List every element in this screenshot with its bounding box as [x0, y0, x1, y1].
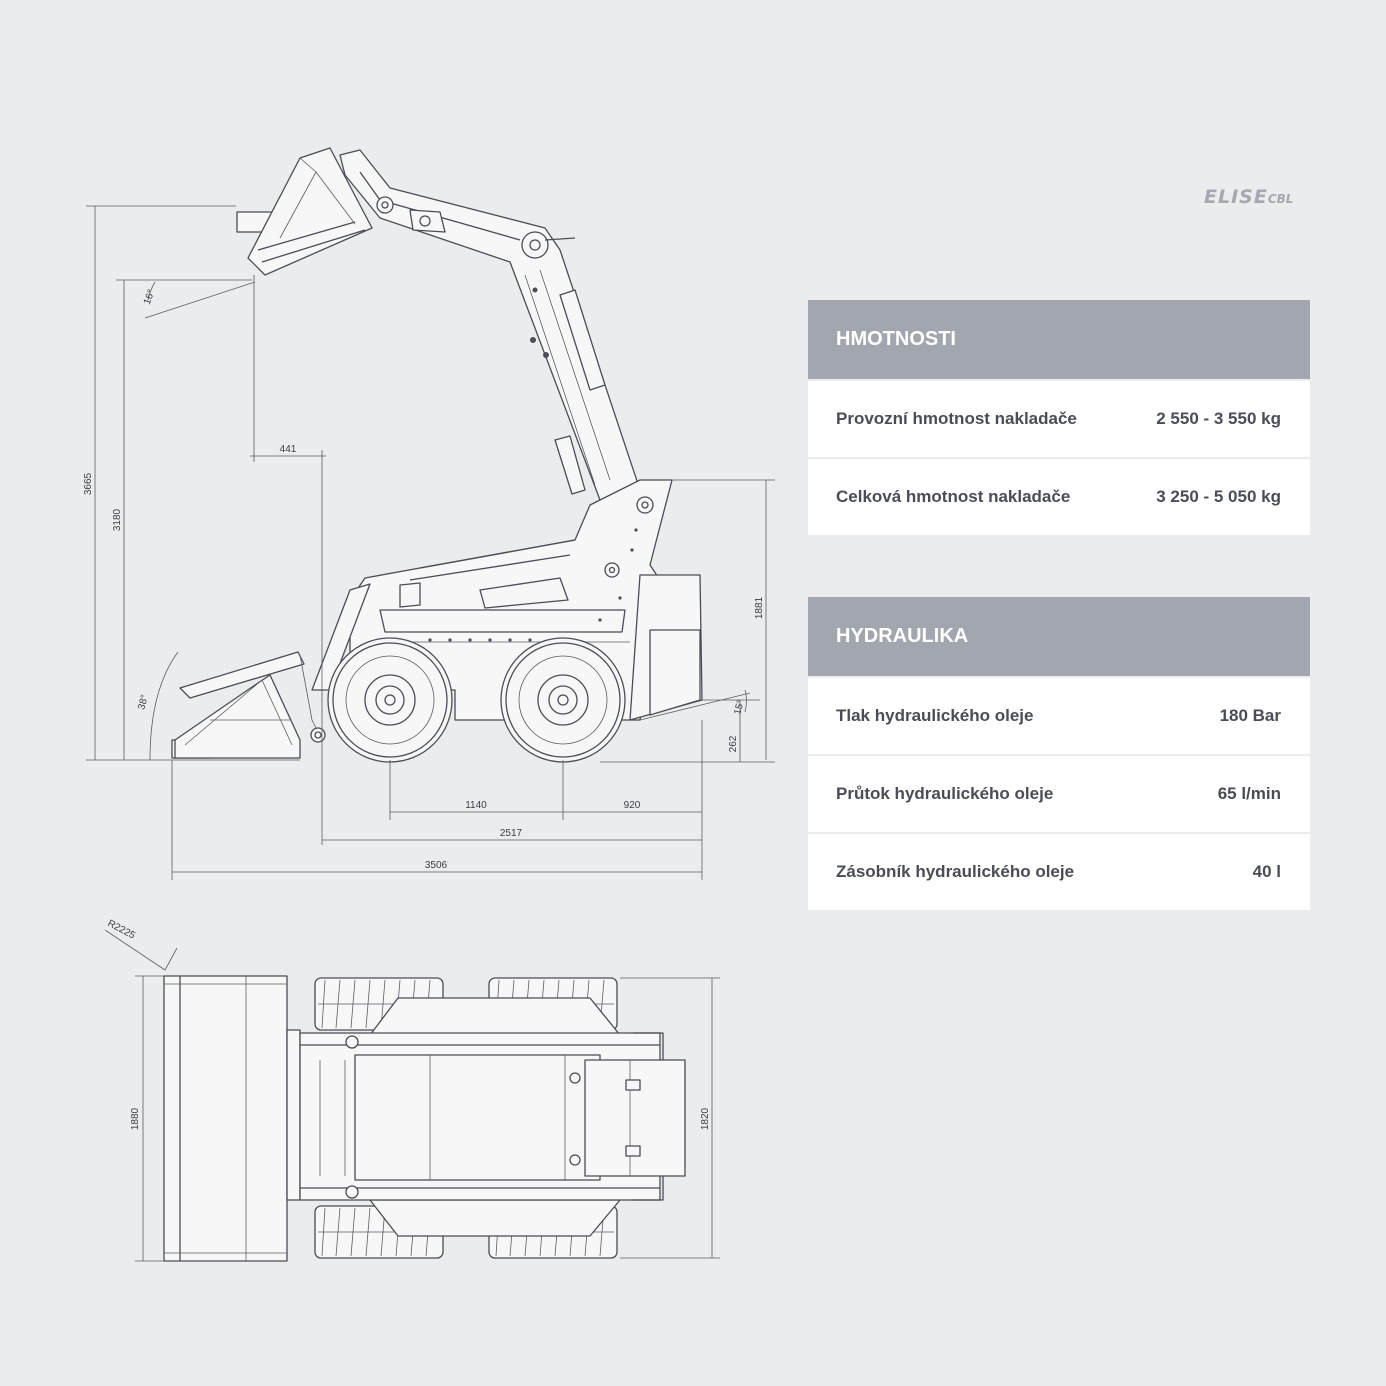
dim-15-deg: 15° — [732, 699, 747, 716]
wheel-rear — [500, 637, 626, 763]
side-dimension-lines — [86, 205, 775, 880]
side-view-drawing: 3665 3180 16° 441 38° 1881 15° 262 1140 … — [83, 147, 775, 880]
top-view-drawing: R2225 1880 1820 — [104, 918, 720, 1262]
hydraulics-panel-title: HYDRAULIKA — [808, 597, 1310, 676]
top-frame — [299, 1032, 686, 1201]
brand-logo: ELISECBL — [1204, 186, 1308, 208]
hydraulics-row-value: 40 l — [1252, 862, 1281, 881]
brand-logo-sub: CBL — [1267, 192, 1294, 206]
dim-1820: 1820 — [700, 1107, 711, 1130]
hydraulics-row-pressure: Tlak hydraulického oleje 180 Bar — [808, 676, 1310, 754]
weights-row-label: Celková hmotnost nakladače — [836, 487, 1071, 506]
hydraulics-row-tank: Zásobník hydraulického oleje 40 l — [808, 832, 1310, 910]
dim-3506: 3506 — [425, 860, 448, 871]
brand-logo-main: ELISE — [1204, 186, 1268, 208]
wheel-front — [327, 637, 453, 763]
hydraulics-row-value: 65 l/min — [1217, 784, 1281, 803]
weights-row-value: 3 250 - 5 050 kg — [1156, 487, 1281, 506]
dim-262: 262 — [728, 735, 739, 752]
weights-row-value: 2 550 - 3 550 kg — [1156, 409, 1281, 428]
lift-arm — [339, 149, 641, 501]
weights-panel-title: HMOTNOSTI — [808, 300, 1310, 379]
hydraulics-row-label: Tlak hydraulického oleje — [836, 706, 1034, 725]
bucket-lowered — [171, 651, 326, 759]
dim-920: 920 — [624, 800, 641, 811]
weights-panel: HMOTNOSTI Provozní hmotnost nakladače 2 … — [808, 300, 1310, 535]
dim-3180: 3180 — [112, 508, 123, 531]
dim-16-deg: 16° — [142, 288, 158, 306]
weights-row-total: Celková hmotnost nakladače 3 250 - 5 050… — [808, 457, 1310, 535]
hydraulics-row-label: Zásobník hydraulického oleje — [836, 862, 1075, 881]
hydraulics-row-value: 180 Bar — [1219, 706, 1281, 725]
dim-r2225: R2225 — [106, 918, 138, 942]
hydraulics-panel: HYDRAULIKA Tlak hydraulického oleje 180 … — [808, 597, 1310, 910]
side-dimension-labels: 3665 3180 16° 441 38° 1881 15° 262 1140 … — [83, 288, 765, 871]
hydraulics-row-flow: Průtok hydraulického oleje 65 l/min — [808, 754, 1310, 832]
top-dimension-lines — [104, 929, 720, 1262]
hydraulics-row-label: Průtok hydraulického oleje — [836, 784, 1054, 803]
dim-1880: 1880 — [130, 1107, 141, 1130]
top-bucket — [163, 975, 301, 1262]
dim-441: 441 — [280, 444, 297, 455]
weights-row-label: Provozní hmotnost nakladače — [836, 409, 1077, 428]
dim-3665: 3665 — [83, 472, 94, 495]
weights-row-operating: Provozní hmotnost nakladače 2 550 - 3 55… — [808, 379, 1310, 457]
dim-1881: 1881 — [754, 596, 765, 619]
dim-38-deg: 38° — [136, 694, 151, 711]
dim-1140: 1140 — [465, 800, 487, 811]
dim-2517: 2517 — [500, 828, 523, 839]
